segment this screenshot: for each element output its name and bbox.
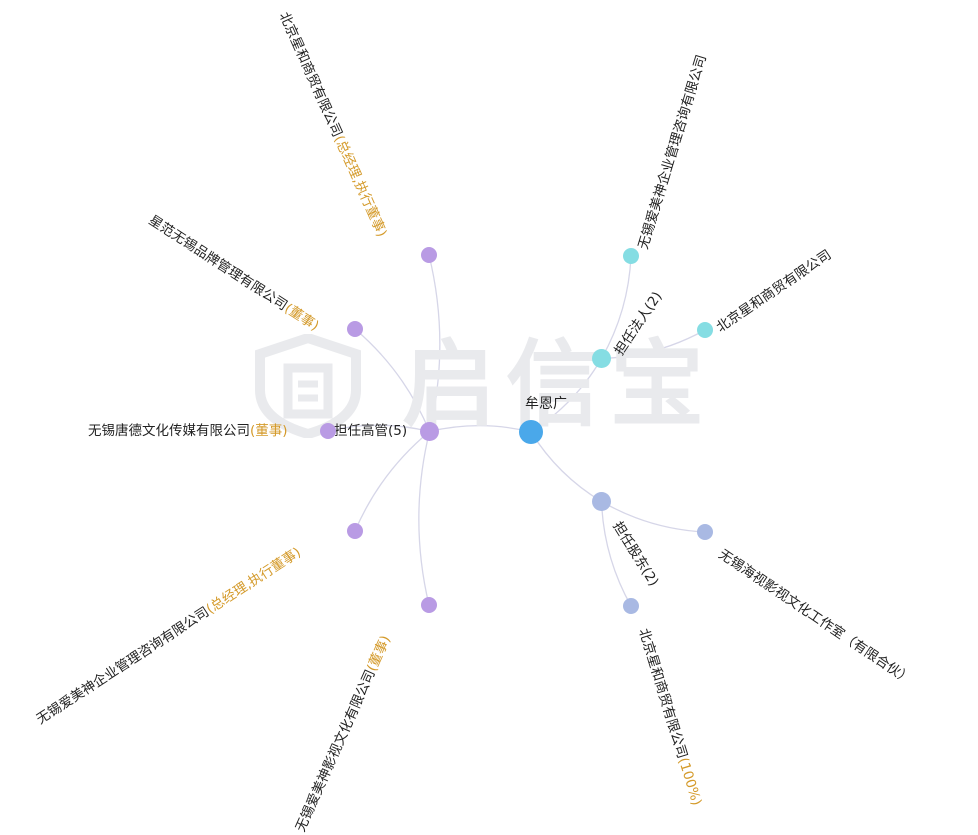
graph-link bbox=[327, 424, 430, 433]
graph-link bbox=[428, 254, 441, 432]
executive-company-node[interactable] bbox=[421, 247, 437, 263]
graph-link bbox=[600, 501, 632, 607]
shield-logo-icon bbox=[255, 334, 361, 438]
legal-rep-group-node[interactable] bbox=[592, 349, 611, 368]
legal-rep-company-node[interactable] bbox=[697, 322, 713, 338]
legal-rep-company-node[interactable] bbox=[623, 248, 639, 264]
graph-link bbox=[354, 430, 430, 532]
executive-company-label: 无锡唐德文化传媒有限公司(董事) bbox=[88, 423, 288, 439]
shareholder-company-node[interactable] bbox=[623, 598, 639, 614]
center-person-node[interactable] bbox=[519, 420, 543, 444]
graph-link bbox=[601, 500, 706, 533]
executive-group-node[interactable] bbox=[420, 422, 439, 441]
graph-link bbox=[600, 255, 632, 359]
shareholder-company-node[interactable] bbox=[697, 524, 713, 540]
graph-link bbox=[530, 431, 602, 503]
executive-company-node[interactable] bbox=[421, 597, 437, 613]
graph-link bbox=[601, 329, 706, 360]
watermark-text: 启信宝 bbox=[402, 331, 715, 440]
graph-link bbox=[418, 431, 431, 606]
watermark: 启信宝 bbox=[252, 330, 732, 442]
graph-link bbox=[354, 328, 431, 432]
executive-company-node[interactable] bbox=[347, 523, 363, 539]
shareholder-group-node[interactable] bbox=[592, 492, 611, 511]
executive-group-label: 担任高管(5) bbox=[334, 423, 408, 439]
center-person-name: 牟恩广 bbox=[525, 396, 567, 412]
executive-company-node[interactable] bbox=[347, 321, 363, 337]
executive-company-node[interactable] bbox=[320, 423, 336, 439]
